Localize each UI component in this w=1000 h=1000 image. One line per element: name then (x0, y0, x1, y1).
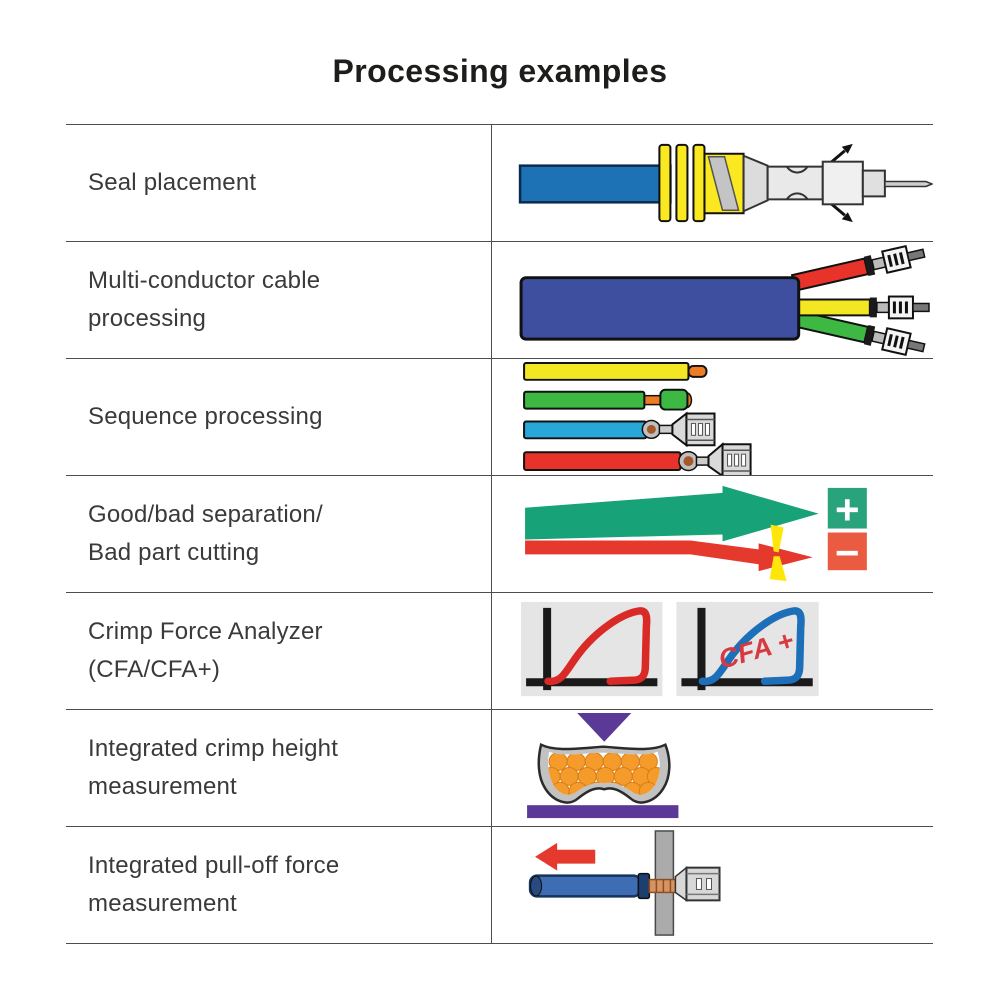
row-label: Sequence processing (66, 359, 492, 475)
row-label: Integrated pull-off force measurement (66, 827, 492, 943)
good-arrow (525, 485, 819, 542)
bad-badge (827, 532, 867, 571)
table-row-multiconductor: Multi-conductor cable processing (66, 241, 933, 358)
crimp-height-illustration (527, 712, 679, 819)
pull-off-force-illustration (528, 830, 721, 936)
row-label: Seal placement (66, 125, 492, 241)
minus-icon: − (835, 529, 860, 576)
row-label-line: Multi-conductor cable (88, 267, 321, 294)
stripped-yellow-wire (523, 361, 708, 381)
good-bad-separation-illustration: + − (525, 485, 867, 582)
row-label-line: measurement (88, 773, 237, 800)
anvil-bar (527, 805, 679, 819)
row-label-line: measurement (88, 890, 237, 917)
multiconductor-cable-illustration (519, 244, 930, 357)
cfa-graph-left (521, 601, 663, 697)
ferrule-green-wire (523, 388, 693, 411)
cfa-graph-right: CFA + (676, 601, 819, 697)
row-label-line: Bad part cutting (88, 539, 260, 566)
row-label: Multi-conductor cable processing (66, 242, 492, 358)
wire-collar (637, 872, 651, 900)
row-art-cell: + − (492, 476, 933, 592)
good-badge (827, 487, 867, 529)
row-label: Integrated crimp height measurement (66, 710, 492, 826)
table-row-sequence: Sequence processing (66, 358, 933, 475)
blue-wire (518, 164, 672, 204)
processing-examples-table: Seal placement (66, 124, 933, 944)
lock-tab-tip (841, 143, 853, 154)
row-art-cell (492, 710, 933, 826)
row-label-line: processing (88, 305, 207, 332)
row-art-cell (492, 359, 933, 475)
row-art-cell (492, 242, 933, 358)
terminal-box (821, 160, 864, 206)
row-label-line: (CFA/CFA+) (88, 656, 221, 683)
page-title: Processing examples (332, 53, 668, 89)
row-label-line: Integrated pull-off force (88, 852, 340, 879)
sealed-wire-icon (518, 143, 933, 223)
seal-rib (692, 143, 706, 223)
cfa-graphs-illustration: CFA + (521, 601, 819, 697)
row-label-line: Seal placement (88, 169, 257, 196)
terminal-red-wire (523, 442, 752, 475)
table-row-goodbad: Good/bad separation/ Bad part cutting + … (66, 475, 933, 592)
force-curve-blue (698, 607, 805, 686)
crimp-indent (785, 165, 809, 201)
seal-rib (658, 143, 672, 223)
row-art-cell: CFA + (492, 593, 933, 709)
terminal-flare (674, 866, 688, 902)
table-row-cfa: Crimp Force Analyzer (CFA/CFA+) (66, 592, 933, 709)
cable-jacket (519, 276, 801, 341)
seal-placement-illustration (518, 143, 933, 223)
row-label-line: Good/bad separation/ (88, 501, 323, 528)
table-row-seal-placement: Seal placement (66, 124, 933, 241)
conductor-yellow (794, 295, 930, 320)
terminal-end (861, 169, 886, 198)
row-art-cell (492, 125, 933, 241)
terminal-cyan-wire (523, 411, 716, 448)
row-label-line: Sequence processing (88, 403, 323, 430)
terminal-box (685, 866, 721, 902)
cut-mark-icon (769, 556, 787, 582)
crimped-wire-sample (528, 866, 721, 902)
seal-retainer (707, 155, 740, 212)
table-row-crimp-height: Integrated crimp height measurement (66, 709, 933, 826)
row-label: Crimp Force Analyzer (CFA/CFA+) (66, 593, 492, 709)
blue-wire (528, 874, 642, 898)
row-label-line: Crimp Force Analyzer (88, 618, 323, 645)
row-label: Good/bad separation/ Bad part cutting (66, 476, 492, 592)
plus-icon: + (835, 486, 860, 533)
conductor-green (790, 309, 926, 357)
force-curve-red (544, 607, 651, 686)
conductor-red (790, 244, 926, 292)
sequence-processing-illustration (523, 361, 752, 475)
table-row-pulloff: Integrated pull-off force measurement (66, 826, 933, 943)
terminal-pin (884, 180, 933, 188)
terminal-cone (742, 154, 769, 213)
row-art-cell (492, 827, 933, 943)
bad-arrow (525, 540, 813, 572)
seal-rib (675, 143, 689, 223)
press-triangle-icon (577, 712, 632, 742)
lock-tab-tip (841, 212, 853, 223)
cut-mark-icon (770, 524, 784, 553)
row-label-line: Integrated crimp height (88, 735, 339, 762)
pull-arrow-icon (535, 842, 596, 871)
